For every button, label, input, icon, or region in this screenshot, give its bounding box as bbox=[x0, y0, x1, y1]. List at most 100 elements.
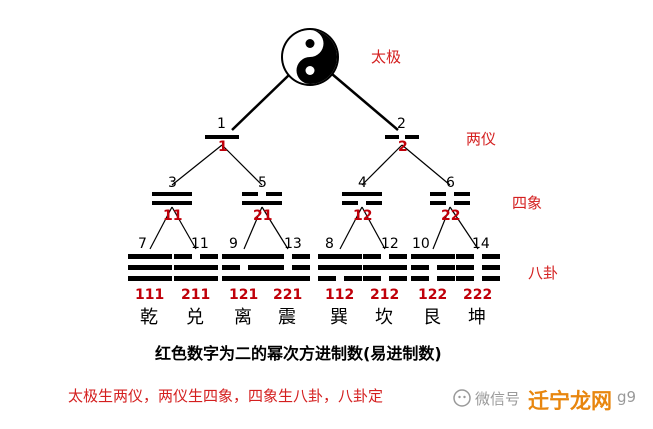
caption: 红色数字为二的幂次方进制数(易进制数) bbox=[155, 344, 442, 363]
connector-l2-3-b bbox=[449, 206, 479, 250]
bagua-bar-7-1-right bbox=[482, 265, 500, 270]
bagua-bar-5-2-left bbox=[363, 276, 381, 281]
bagua-bar-2-0 bbox=[222, 254, 266, 259]
sixiang-num-3: 6 bbox=[446, 175, 455, 191]
bagua-bar-7-0-left bbox=[456, 254, 474, 259]
bagua-bar-2-1-left bbox=[222, 265, 240, 270]
bagua-bar-0-2 bbox=[128, 276, 172, 281]
bagua-code-3: 221 bbox=[273, 287, 303, 303]
bagua-bar-0-1 bbox=[128, 265, 172, 270]
bagua-bar-6-1-right bbox=[437, 265, 455, 270]
bagua-bar-2-2 bbox=[222, 276, 266, 281]
connector-l2-1-a bbox=[243, 206, 263, 250]
watermark: 微信号 迁宁龙网 g9 bbox=[453, 385, 653, 413]
bagua-name-5: 坎 bbox=[375, 307, 393, 328]
sixiang-bar-0-0 bbox=[152, 192, 192, 196]
bagua-num-0: 7 bbox=[138, 236, 147, 252]
bagua-num-4: 8 bbox=[325, 236, 334, 252]
connector-taiji-1 bbox=[231, 73, 291, 131]
bagua-name-4: 巽 bbox=[330, 307, 348, 328]
bagua-code-2: 121 bbox=[229, 287, 259, 303]
bagua-name-3: 震 bbox=[278, 307, 296, 328]
trigram-bars bbox=[128, 135, 500, 281]
bagua-bar-6-0 bbox=[411, 254, 455, 259]
bagua-bar-5-0-left bbox=[363, 254, 381, 259]
sixiang-bar-3-0-right bbox=[454, 192, 470, 196]
connector-lines bbox=[149, 73, 479, 250]
bagua-bar-6-1-left bbox=[411, 265, 429, 270]
connector-l2-0-b bbox=[171, 206, 197, 250]
sixiang-code-1: 21 bbox=[253, 208, 273, 224]
bagua-bar-3-0-right bbox=[292, 254, 310, 259]
liangyi-bar-1-right bbox=[405, 135, 419, 139]
bagua-bar-7-2-right bbox=[482, 276, 500, 281]
bagua-name-1: 兑 bbox=[186, 307, 204, 328]
liangyi-num-1: 2 bbox=[397, 116, 406, 132]
label-taiji: 太极 bbox=[371, 48, 402, 66]
connector-l1-0 bbox=[171, 144, 223, 186]
bagua-bar-3-1-left bbox=[266, 265, 284, 270]
sixiang-num-1: 5 bbox=[258, 175, 267, 191]
bagua-code-4: 112 bbox=[325, 287, 355, 303]
bagua-name-0: 乾 bbox=[140, 307, 158, 328]
bagua-code-0: 111 bbox=[135, 287, 165, 303]
label-liangyi: 两仪 bbox=[466, 130, 497, 148]
taiji-symbol bbox=[281, 28, 339, 86]
bagua-bar-5-1 bbox=[363, 265, 407, 270]
sixiang-bar-0-1 bbox=[152, 201, 192, 205]
bagua-bar-1-0-left bbox=[174, 254, 192, 259]
connector-l1-1 bbox=[221, 144, 263, 186]
bagua-bar-1-1 bbox=[174, 265, 218, 270]
bagua-bar-4-2-right bbox=[344, 276, 362, 281]
bagua-bar-1-2 bbox=[174, 276, 218, 281]
bagua-num-6: 10 bbox=[412, 236, 430, 252]
connector-l2-1-b bbox=[261, 206, 289, 250]
sixiang-code-3: 22 bbox=[441, 208, 461, 224]
bagua-bar-7-1-left bbox=[456, 265, 474, 270]
sixiang-num-2: 4 bbox=[358, 175, 367, 191]
bagua-num-7: 14 bbox=[472, 236, 490, 252]
sixiang-bar-2-1-left bbox=[342, 201, 358, 205]
taiji-dark-dot bbox=[305, 39, 315, 48]
bagua-bar-7-0-right bbox=[482, 254, 500, 259]
sixiang-bar-2-1-right bbox=[366, 201, 382, 205]
bagua-bar-6-2-right bbox=[437, 276, 455, 281]
sixiang-code-2: 12 bbox=[353, 208, 373, 224]
label-sixiang: 四象 bbox=[512, 194, 543, 212]
bagua-bar-3-2 bbox=[266, 276, 310, 281]
bagua-name-6: 艮 bbox=[423, 307, 441, 328]
sixiang-bar-1-0-right bbox=[266, 192, 282, 196]
watermark-brand: 迁宁龙网 bbox=[528, 389, 612, 413]
bagua-bar-1-0-right bbox=[200, 254, 218, 259]
bagua-code-1: 211 bbox=[181, 287, 211, 303]
watermark-wechat-id: 微信号 bbox=[475, 390, 521, 408]
bagua-bar-6-2-left bbox=[411, 276, 429, 281]
connector-l2-2-a bbox=[339, 206, 363, 250]
sixiang-num-0: 3 bbox=[168, 175, 177, 191]
bagua-bar-0-0 bbox=[128, 254, 172, 259]
sixiang-bar-3-1-right bbox=[454, 201, 470, 205]
sixiang-bar-2-0 bbox=[342, 192, 382, 196]
bagua-num-1: 11 bbox=[191, 236, 209, 252]
connector-l2-3-a bbox=[432, 206, 451, 250]
sixiang-bar-3-1-left bbox=[430, 201, 446, 205]
liangyi-code-0: 1 bbox=[218, 139, 228, 155]
sixiang-code-0: 11 bbox=[163, 208, 183, 224]
bagua-bar-3-0-left bbox=[266, 254, 284, 259]
bagua-name-2: 离 bbox=[234, 307, 252, 328]
bagua-bar-3-1-right bbox=[292, 265, 310, 270]
bagua-num-2: 9 bbox=[229, 236, 238, 252]
bagua-bar-5-2-right bbox=[389, 276, 407, 281]
connector-l2-2-b bbox=[361, 206, 386, 250]
sixiang-bar-1-1 bbox=[242, 201, 282, 205]
bagua-bar-4-0 bbox=[318, 254, 362, 259]
bagua-code-6: 122 bbox=[418, 287, 448, 303]
bottom-text: 太极生两仪，两仪生四象，四象生八卦，八卦定 bbox=[68, 387, 384, 405]
liangyi-bar-1-left bbox=[385, 135, 399, 139]
bagua-code-7: 222 bbox=[463, 287, 493, 303]
watermark-suffix: g9 bbox=[617, 388, 637, 406]
bagua-num-5: 12 bbox=[381, 236, 399, 252]
bagua-name-7: 坤 bbox=[468, 307, 486, 328]
